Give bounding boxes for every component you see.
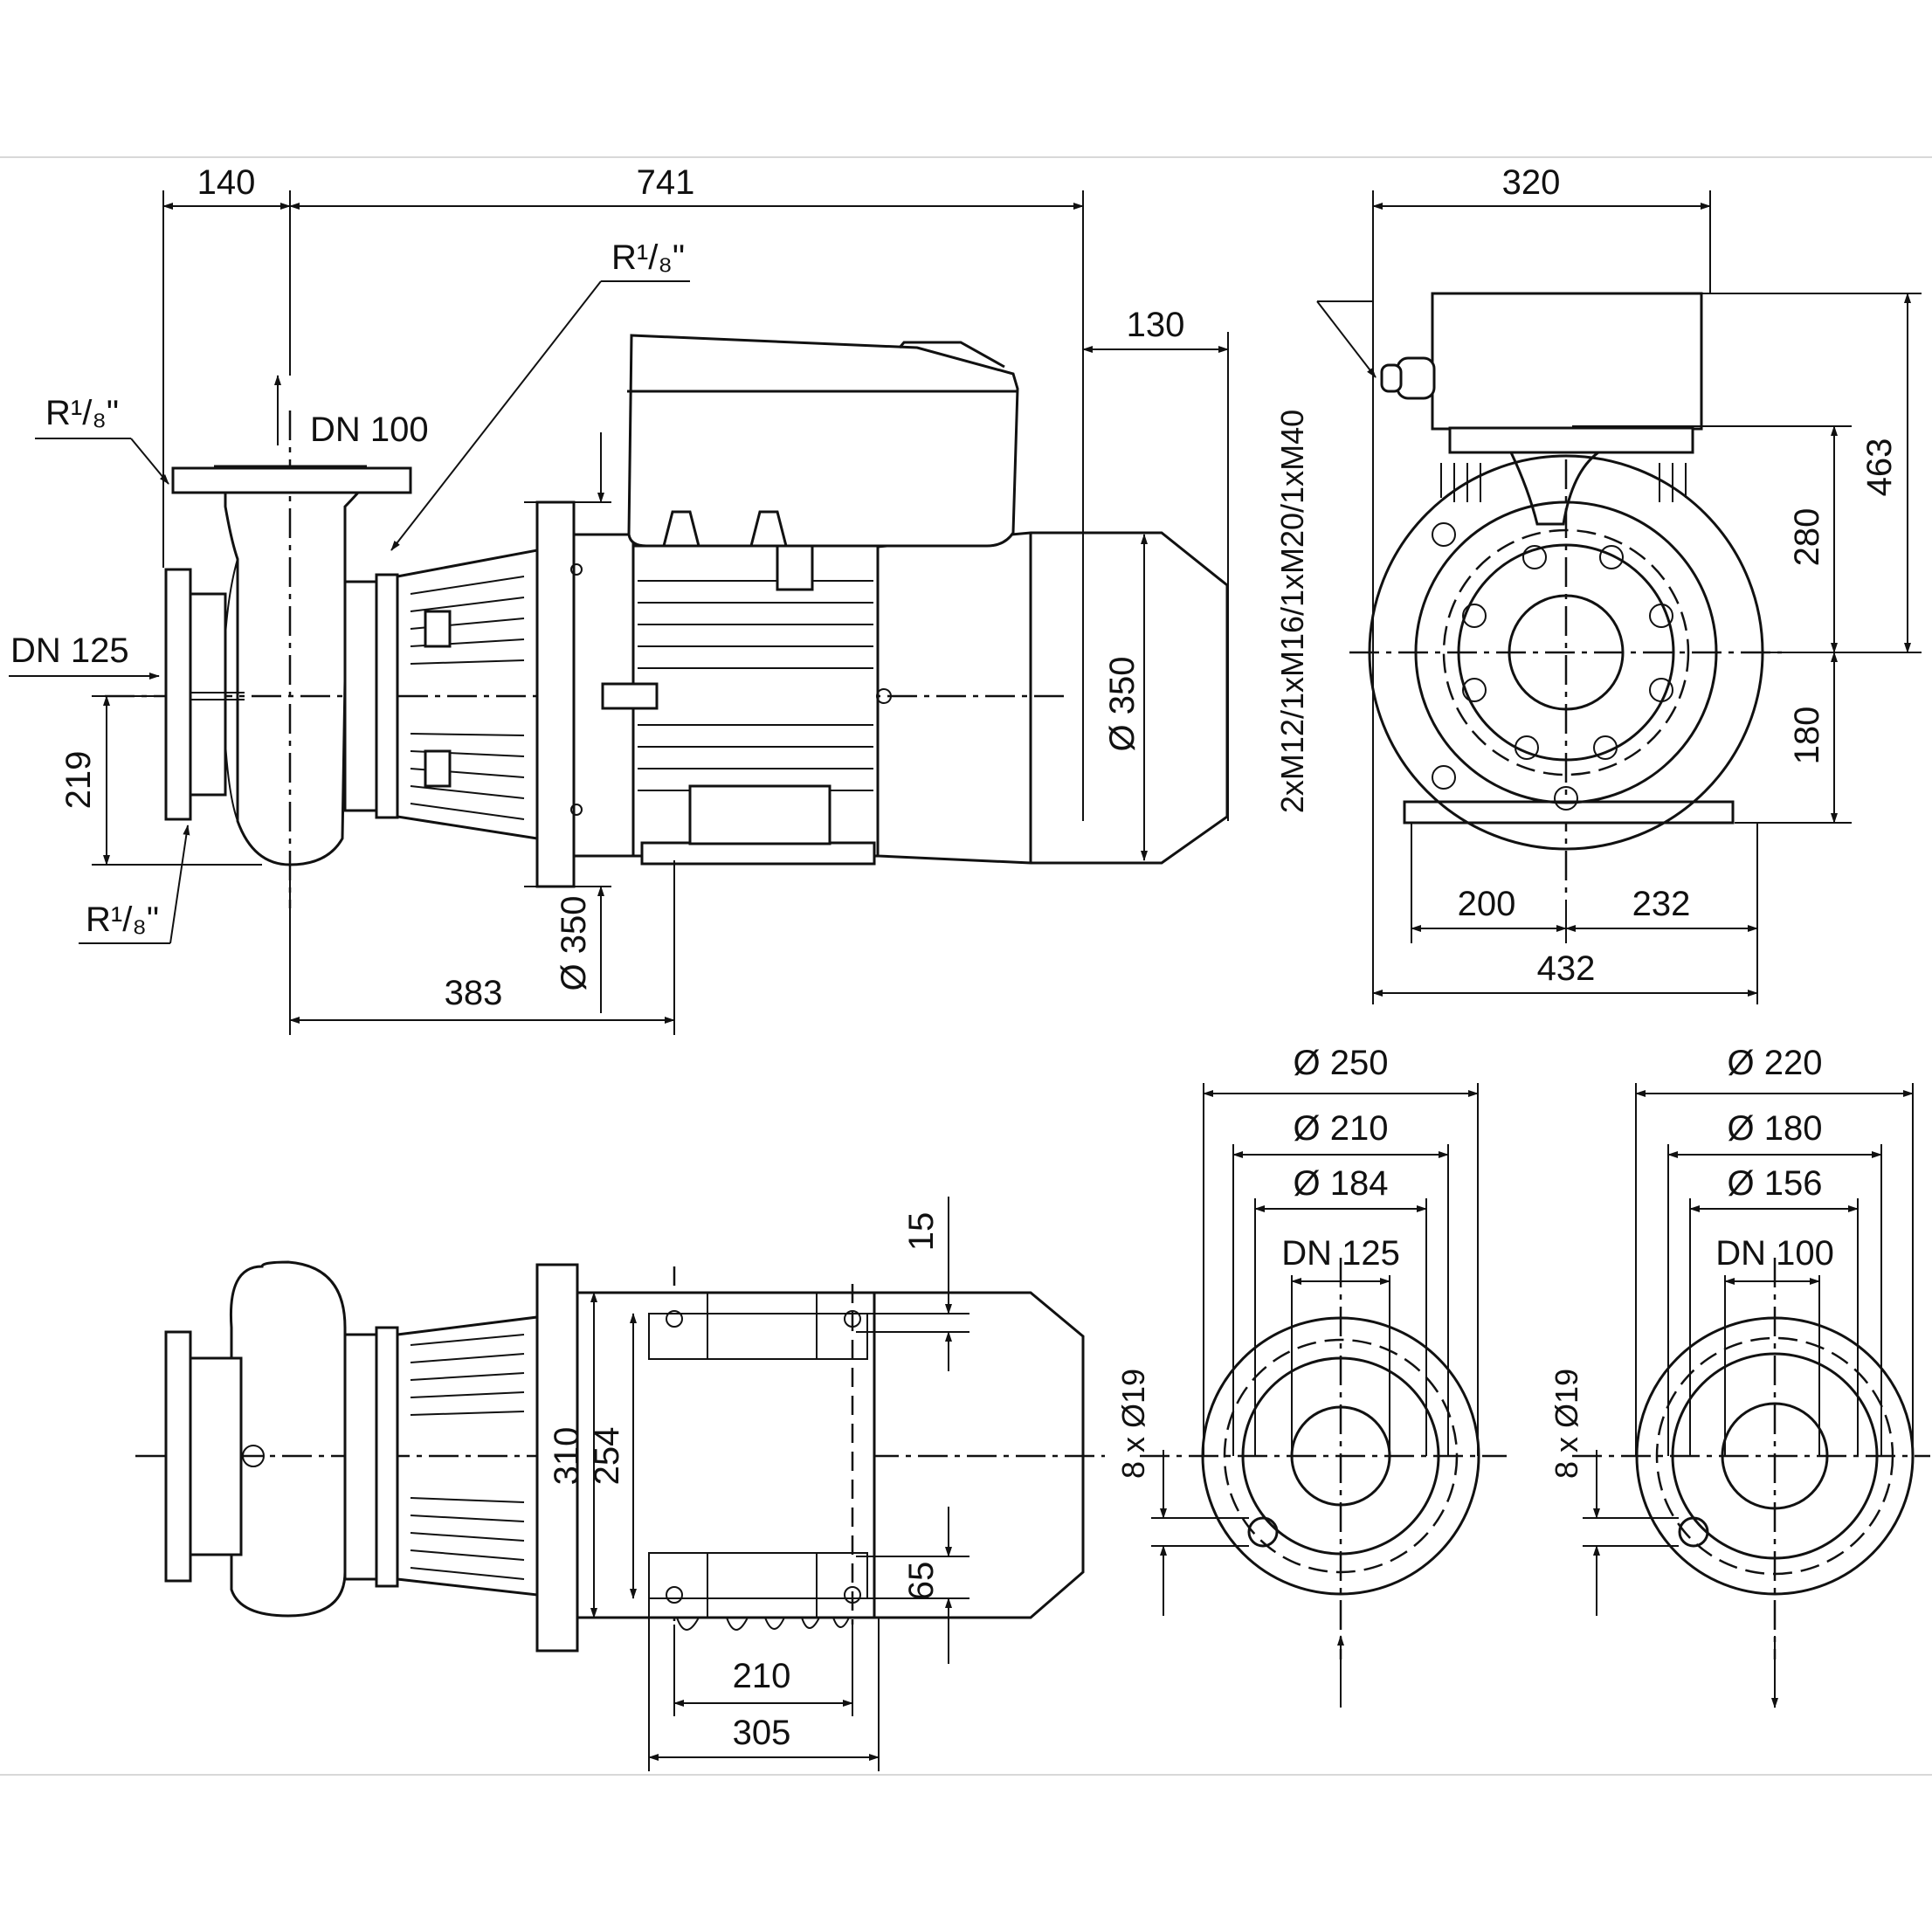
dim-232: 232	[1632, 885, 1691, 923]
label-cable-glands: 2xM12/1xM16/1xM20/1xM40	[1274, 410, 1310, 813]
dim-310: 310	[548, 1427, 586, 1486]
dim-dia350-motor: Ø 350	[1103, 657, 1142, 752]
flange125-d250: Ø 250	[1294, 1044, 1389, 1082]
flange100-d180: Ø 180	[1728, 1109, 1823, 1148]
dim-305: 305	[733, 1714, 791, 1752]
dim-280: 280	[1788, 508, 1826, 567]
flange125-d210: Ø 210	[1294, 1109, 1389, 1148]
dim-dia350-flange: Ø 350	[555, 896, 593, 991]
front-view: 320 463 280 180 200 232 432 2xM12/1xM16/…	[1274, 163, 1922, 1004]
top-view: 15 65 310 254 210 305	[135, 1197, 1105, 1771]
dim-140: 140	[197, 163, 256, 202]
dim-219: 219	[59, 751, 98, 810]
side-view: 140 741 130 Ø 350 219 383 Ø 350 DN 100 D…	[9, 163, 1229, 1035]
flange125-dn: DN 125	[1281, 1234, 1400, 1273]
dim-432: 432	[1537, 949, 1596, 988]
label-r18-left: R¹/₈"	[45, 394, 119, 432]
dim-180: 180	[1788, 707, 1826, 765]
dim-65: 65	[902, 1562, 941, 1601]
flange100-d156: Ø 156	[1728, 1164, 1823, 1203]
flange100-dn: DN 100	[1715, 1234, 1834, 1273]
dim-741: 741	[637, 163, 695, 202]
dim-200: 200	[1458, 885, 1516, 923]
flange-dn125: Ø 250 Ø 210 Ø 184 DN 125 8 x Ø19	[1115, 1044, 1507, 1708]
label-dn100-discharge: DN 100	[310, 411, 429, 449]
dim-320: 320	[1502, 163, 1561, 202]
label-r18-bottom: R¹/₈"	[86, 900, 159, 939]
flange125-d184: Ø 184	[1294, 1164, 1389, 1203]
dim-130: 130	[1127, 306, 1185, 344]
dim-210-base: 210	[733, 1657, 791, 1695]
flange-dn100: Ø 220 Ø 180 Ø 156 DN 100 8 x Ø19	[1549, 1044, 1930, 1708]
dim-463: 463	[1860, 438, 1899, 497]
dim-383: 383	[445, 974, 503, 1012]
flange100-d220: Ø 220	[1728, 1044, 1823, 1082]
label-dn125-inlet: DN 125	[10, 631, 129, 670]
flange125-holes: 8 x Ø19	[1115, 1369, 1151, 1479]
flange100-holes: 8 x Ø19	[1549, 1369, 1584, 1479]
label-r18-top: R¹/₈"	[611, 238, 685, 277]
dim-254: 254	[588, 1427, 626, 1486]
dim-15: 15	[902, 1212, 941, 1252]
